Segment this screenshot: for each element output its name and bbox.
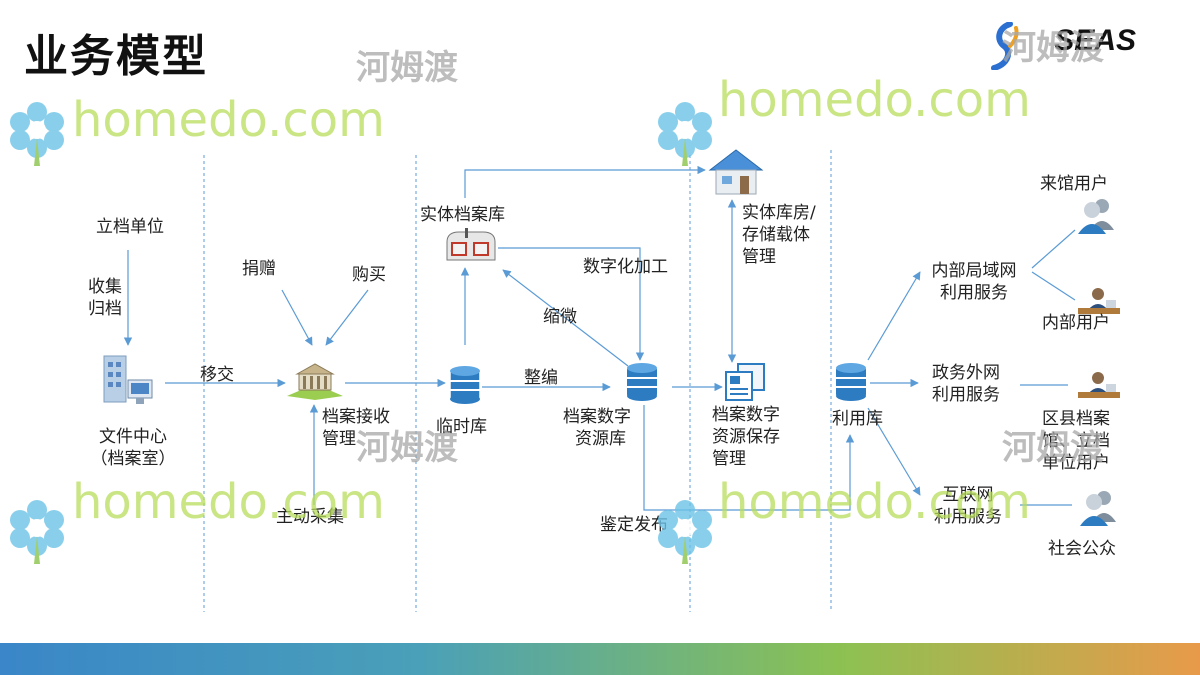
documents-icon: [725, 363, 765, 401]
users-icon: [1080, 491, 1116, 526]
district-users-label-3: 单位用户: [1042, 453, 1110, 473]
collect-label-1: 收集: [88, 277, 122, 297]
district-users-label-2: 馆、立档: [1042, 431, 1110, 451]
bank-building-icon: [287, 363, 343, 400]
use-repo-label: 利用库: [832, 409, 883, 429]
district-users-label-1: 区县档案: [1042, 409, 1110, 429]
microfilm-label: 缩微: [543, 307, 577, 327]
temp-repo-label: 临时库: [436, 417, 487, 437]
organize-label: 整编: [524, 368, 558, 388]
physical-storage-label-1: 实体库房/: [742, 203, 816, 223]
footer-gradient-bar: [0, 643, 1200, 675]
digital-preserve-label-3: 管理: [712, 449, 746, 469]
office-building-icon: [103, 355, 153, 404]
doc-center-label-1: 文件中心: [99, 427, 167, 447]
physical-storage-label-2: 存储载体: [742, 225, 810, 245]
physical-archive-label: 实体档案库: [420, 205, 505, 225]
archive-receive-label-1: 档案接收: [322, 407, 390, 427]
filing-unit-label: 立档单位: [96, 217, 164, 237]
visitor-users-label: 来馆用户: [1040, 174, 1108, 194]
archive-receive-label-2: 管理: [322, 429, 356, 449]
physical-storage-label-3: 管理: [742, 247, 776, 267]
appraise-publish-label: 鉴定发布: [600, 515, 668, 535]
desk-operator-icon: [1078, 372, 1120, 398]
database-icon: [627, 363, 657, 401]
gov-extranet-service-label-1: 政务外网: [932, 363, 1000, 383]
collect-label-2: 归档: [88, 299, 122, 319]
internet-service-label-2: 利用服务: [934, 507, 1002, 527]
page-title: 业务模型: [24, 31, 208, 82]
donation-label: 捐赠: [242, 259, 276, 279]
digital-resource-label-1: 档案数字: [563, 407, 631, 427]
digital-resource-label-2: 资源库: [575, 429, 626, 449]
intranet-service-label-1: 内部局域网: [931, 261, 1017, 281]
database-icon: [449, 366, 481, 404]
internet-service-label-1: 互联网: [942, 485, 994, 505]
digital-preserve-label-2: 资源保存: [712, 427, 780, 447]
active-collect-label: 主动采集: [276, 507, 344, 527]
brand-logo: SEAS: [1054, 24, 1136, 57]
users-icon: [1078, 199, 1114, 234]
internal-users-label: 内部用户: [1042, 313, 1110, 333]
transfer-label: 移交: [200, 365, 234, 385]
gov-extranet-service-label-2: 利用服务: [932, 385, 1000, 405]
desk-operator-icon: [1078, 288, 1120, 314]
doc-center-label-2: （档案室）: [90, 449, 176, 469]
database-icon: [836, 363, 866, 401]
house-icon: [708, 149, 764, 195]
intranet-service-label-2: 利用服务: [940, 283, 1008, 303]
digitize-label: 数字化加工: [583, 257, 668, 277]
purchase-label: 购买: [352, 265, 386, 285]
public-label: 社会公众: [1048, 539, 1116, 559]
mailbox-archive-icon: [446, 228, 496, 261]
digital-preserve-label-1: 档案数字: [712, 405, 780, 425]
seas-logo-icon: [991, 22, 1019, 70]
